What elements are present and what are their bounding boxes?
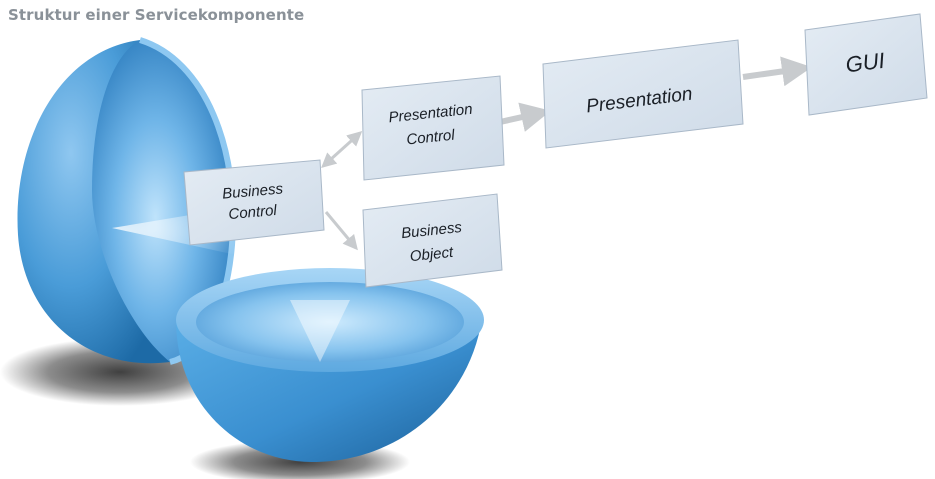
business-control-box: Business Control <box>183 159 325 246</box>
arrow-pc-presentation <box>499 102 551 132</box>
business-object-line1: Business <box>400 219 463 242</box>
front-hemisphere <box>176 268 484 462</box>
presentation-box: Presentation <box>542 39 744 149</box>
gui-label: GUI <box>844 48 886 78</box>
gui-box: GUI <box>804 13 928 116</box>
business-control-line2: Control <box>228 202 278 223</box>
business-control-line1: Business <box>222 180 285 202</box>
page-title: Struktur einer Servicekomponente <box>8 6 305 24</box>
presentation-control-line2: Control <box>406 126 457 148</box>
business-object-box: Business Object <box>362 193 503 288</box>
arrow-presentation-gui <box>742 56 812 87</box>
arrow-bc-bo <box>324 211 358 251</box>
business-object-line2: Object <box>409 244 455 266</box>
arrow-bc-pc <box>321 130 363 169</box>
presentation-control-box: Presentation Control <box>361 75 505 181</box>
